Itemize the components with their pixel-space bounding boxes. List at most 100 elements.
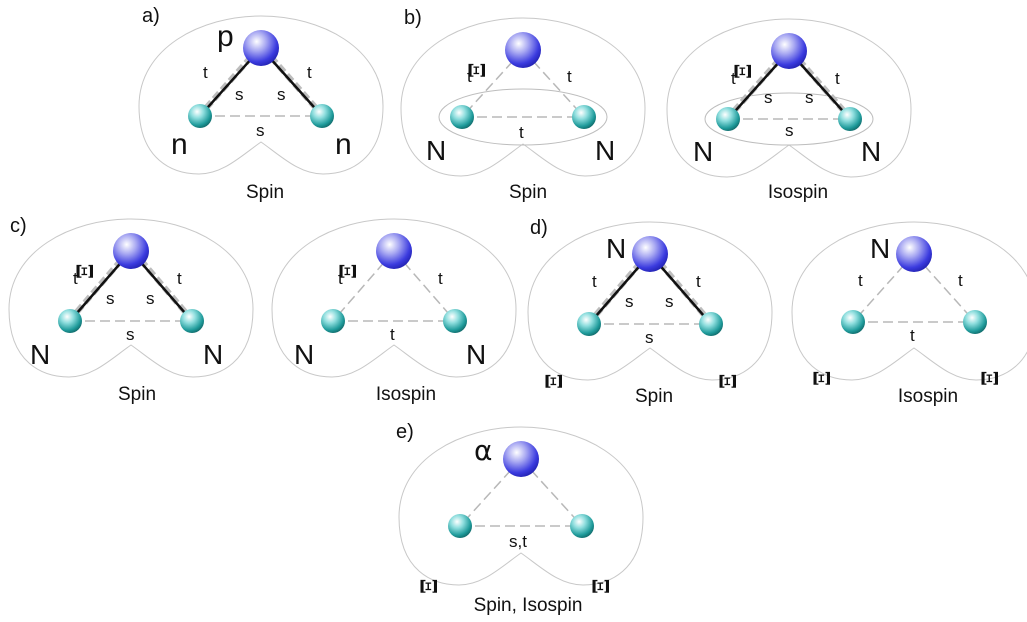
core-particle-label: Ξ	[73, 264, 99, 279]
panel-b-isospin-caption: Isospin	[768, 182, 828, 203]
left-sphere	[841, 310, 865, 334]
left-sphere	[577, 312, 601, 336]
panel-d-isospin-caption: Isospin	[898, 386, 958, 407]
panel-d-spin-caption: Spin	[635, 386, 673, 407]
right-particle-label: N	[595, 135, 615, 166]
base-bond-label: t	[390, 325, 395, 344]
right-sphere	[838, 107, 862, 131]
left-particle-label: n	[171, 128, 188, 161]
panel-d-isospin: t t t N Ξ Ξ	[791, 221, 1027, 386]
panel-d-label: d)	[530, 217, 548, 239]
panel-b-spin-caption: Spin	[509, 182, 547, 203]
left-particle-label: Ξ	[542, 374, 568, 389]
left-bond-label: t	[338, 269, 343, 288]
core-sphere	[243, 30, 279, 66]
core-particle-label: N	[606, 233, 626, 264]
right-particle-label: N	[466, 339, 486, 370]
base-bond-label: t	[519, 123, 524, 142]
right-bond-outer-label: t	[835, 69, 840, 88]
nn-pair-ellipse	[704, 92, 874, 146]
right-bond-outer-label: t	[696, 272, 701, 291]
left-bond-inner-label: s	[106, 289, 115, 308]
right-bond-outer-label: t	[177, 269, 182, 288]
panel-a-label: a)	[142, 5, 160, 27]
right-particle-label: Ξ	[589, 579, 615, 594]
panel-b-spin: t t t Ξ N N	[400, 17, 646, 177]
panel-c-spin: t t s s s Ξ N N	[8, 218, 254, 378]
left-sphere	[321, 309, 345, 333]
right-bond-inner-label: s	[805, 88, 814, 107]
left-sphere	[58, 309, 82, 333]
right-bond-label: t	[958, 271, 963, 290]
left-bond-outer-label: t	[73, 269, 78, 288]
left-bond-outer-label: t	[731, 69, 736, 88]
core-sphere	[376, 233, 412, 269]
left-particle-label: N	[426, 135, 446, 166]
right-sphere	[963, 310, 987, 334]
core-particle-label: p	[217, 20, 234, 53]
right-particle-label: Ξ	[716, 374, 742, 389]
left-bond-label: t	[858, 271, 863, 290]
right-bond-outer-label: t	[307, 63, 312, 82]
right-sphere	[310, 104, 334, 128]
panel-e-caption: Spin, Isospin	[474, 595, 583, 616]
core-particle-label: Ξ	[465, 63, 491, 78]
panel-d-spin: t t s s s N Ξ Ξ	[527, 221, 773, 389]
left-bond-outer-label: t	[592, 272, 597, 291]
panel-c-spin-caption: Spin	[118, 384, 156, 405]
nn-pair-ellipse	[438, 88, 608, 146]
core-particle-label: N	[870, 233, 890, 264]
core-particle-label: Ξ	[731, 64, 757, 79]
left-particle-label: N	[30, 339, 50, 370]
panel-c-isospin-caption: Isospin	[376, 384, 436, 405]
right-sphere	[699, 312, 723, 336]
base-bond-label: s,t	[509, 532, 527, 551]
right-particle-label: Ξ	[978, 371, 1004, 386]
base-bond-label: s	[126, 325, 135, 344]
right-bond-inner-label: s	[665, 292, 674, 311]
right-particle-label: N	[203, 339, 223, 370]
left-particle-label: N	[294, 339, 314, 370]
right-bond-label: t	[567, 67, 572, 86]
right-bond-label: t	[438, 269, 443, 288]
base-bond-label: s	[645, 328, 654, 347]
left-particle-label: Ξ	[810, 371, 836, 386]
panel-a-caption: Spin	[246, 182, 284, 203]
left-bond-inner-label: s	[235, 85, 244, 104]
core-sphere	[632, 236, 668, 272]
right-bond-inner-label: s	[277, 85, 286, 104]
right-sphere	[570, 514, 594, 538]
core-sphere	[896, 236, 932, 272]
core-particle-label: Ξ	[336, 264, 362, 279]
left-sphere	[450, 105, 474, 129]
left-particle-label: Ξ	[417, 579, 443, 594]
core-particle-label: α	[474, 434, 492, 467]
left-sphere	[448, 514, 472, 538]
base-bond-label: t	[910, 326, 915, 345]
core-sphere	[505, 32, 541, 68]
left-bond-inner-label: s	[625, 292, 634, 311]
right-sphere	[443, 309, 467, 333]
right-bond-inner-label: s	[146, 289, 155, 308]
left-bond-outer-label: t	[203, 63, 208, 82]
left-bond-inner-label: s	[764, 88, 773, 107]
base-bond-label: s	[256, 121, 265, 140]
panel-b-label: b)	[404, 7, 422, 29]
right-sphere	[572, 105, 596, 129]
left-particle-label: N	[693, 136, 713, 167]
panel-b-isospin: t t s s s Ξ N N	[666, 18, 912, 178]
base-bond-label: s	[785, 121, 794, 140]
right-particle-label: N	[861, 136, 881, 167]
left-sphere	[716, 107, 740, 131]
core-sphere	[771, 33, 807, 69]
panel-a: t t s s s p n n	[138, 15, 384, 175]
left-sphere	[188, 104, 212, 128]
core-sphere	[113, 233, 149, 269]
core-sphere	[503, 441, 539, 477]
left-bond-label: t	[467, 67, 472, 86]
right-sphere	[180, 309, 204, 333]
panel-e: s,t α Ξ Ξ	[398, 426, 644, 594]
panel-e-label: e)	[396, 421, 414, 443]
panel-c-label: c)	[10, 215, 27, 237]
